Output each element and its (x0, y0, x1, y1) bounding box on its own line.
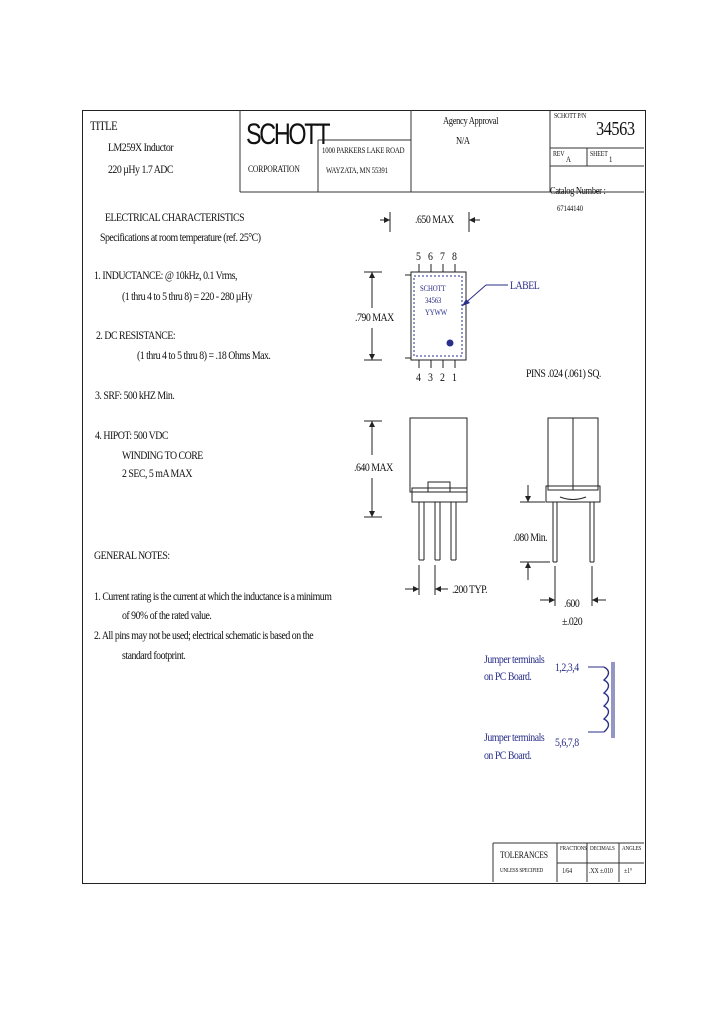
hipot-line1: 4. HIPOT: 500 VDC (95, 428, 168, 442)
address-line1: 1000 PARKERS LAKE ROAD (322, 146, 405, 155)
label-line1: SCHOTT (420, 284, 446, 293)
catalog-label: Catalog Number : (550, 186, 606, 197)
part-name: LM259X Inductor (108, 140, 174, 154)
note2-line1: 2. All pins may not be used; electrical … (94, 628, 314, 642)
bottom-pin-3: 3 (428, 370, 433, 384)
tolerance-val-fractions: 1/64 (562, 867, 572, 875)
note2-line2: standard footprint. (122, 648, 186, 662)
note1-line2: of 90% of the rated value. (122, 608, 212, 622)
general-notes-heading: GENERAL NOTES: (94, 548, 170, 562)
jumper-top-line2: on PC Board. (484, 669, 532, 683)
inductance-line2: (1 thru 4 to 5 thru 8) = 220 - 280 µHy (122, 289, 252, 303)
electrical-subheading: Specifications at room temperature (ref.… (100, 230, 261, 244)
top-pin-5: 5 (416, 249, 421, 263)
row-spacing-dimension: .600 (564, 596, 580, 610)
jumper-top-pins: 1,2,3,4 (555, 660, 579, 674)
part-number: 34563 (596, 118, 635, 140)
srf-line: 3. SRF: 500 kHZ Min. (95, 388, 175, 402)
note1-line1: 1. Current rating is the current at whic… (94, 589, 332, 603)
top-pin-6: 6 (428, 249, 433, 263)
pins-note: PINS .024 (.061) SQ. (526, 366, 601, 380)
row-spacing-tolerance: ±.020 (562, 614, 583, 628)
height-dimension: .790 MAX (355, 310, 394, 324)
top-pin-8: 8 (452, 249, 457, 263)
pin-spacing-dimension: .200 TYP. (452, 582, 488, 596)
rev-value: A (566, 155, 571, 164)
jumper-top-line1: Jumper terminals (484, 652, 545, 666)
tolerance-val-decimals: .XX ±.010 (589, 867, 613, 875)
label-callout: LABEL (510, 278, 540, 292)
tolerances-label: TOLERANCES (500, 850, 548, 860)
bottom-pin-4: 4 (416, 370, 421, 384)
dc-resistance-line2: (1 thru 4 to 5 thru 8) = .18 Ohms Max. (137, 348, 271, 362)
jumper-bottom-pins: 5,6,7,8 (555, 735, 579, 749)
inductance-line1: 1. INDUCTANCE: @ 10kHz, 0.1 Vrms, (94, 268, 237, 282)
agency-label: Agency Approval (443, 116, 499, 127)
hipot-line2: WINDING TO CORE (122, 448, 203, 462)
label-line3: YYWW (425, 308, 447, 317)
catalog-value: 67144140 (557, 204, 583, 213)
company-logo: SCHOTT (246, 118, 331, 151)
jumper-bottom-line1: Jumper terminals (484, 730, 545, 744)
body-height-dimension: .640 MAX (354, 460, 393, 474)
bottom-pin-2: 2 (440, 370, 445, 384)
hipot-line3: 2 SEC, 5 mA MAX (122, 466, 192, 480)
bottom-pin-1: 1 (452, 370, 457, 384)
part-no-label: SCHOTT P/N (554, 112, 587, 120)
sheet-value: 1 (609, 155, 613, 164)
company-subtitle: CORPORATION (248, 164, 300, 174)
address-line2: WAYZATA, MN 55391 (326, 166, 388, 175)
tolerance-col-angles: ANGLES (622, 846, 642, 852)
pin-length-dimension: .080 Min. (513, 530, 548, 544)
tolerance-col-decimals: DECIMALS (590, 846, 615, 852)
agency-value: N/A (456, 136, 470, 147)
label-line2: 34563 (425, 296, 442, 305)
top-pin-7: 7 (440, 249, 445, 263)
electrical-heading: ELECTRICAL CHARACTERISTICS (105, 210, 245, 224)
title-label: TITLE (90, 118, 118, 133)
jumper-bottom-line2: on PC Board. (484, 748, 532, 762)
sheet-label: SHEET (590, 150, 608, 158)
tolerances-sub-label: UNLESS SPECIFIED (500, 868, 544, 874)
drawing-sheet (82, 110, 646, 884)
rev-label: REV (553, 150, 565, 158)
tolerance-col-fractions: FRACTIONS (560, 846, 587, 852)
width-dimension: .650 MAX (415, 212, 454, 226)
dc-resistance-line1: 2. DC RESISTANCE: (96, 328, 176, 342)
part-rating: 220 µHy 1.7 ADC (108, 162, 173, 176)
tolerance-val-angles: ±1° (624, 867, 633, 875)
